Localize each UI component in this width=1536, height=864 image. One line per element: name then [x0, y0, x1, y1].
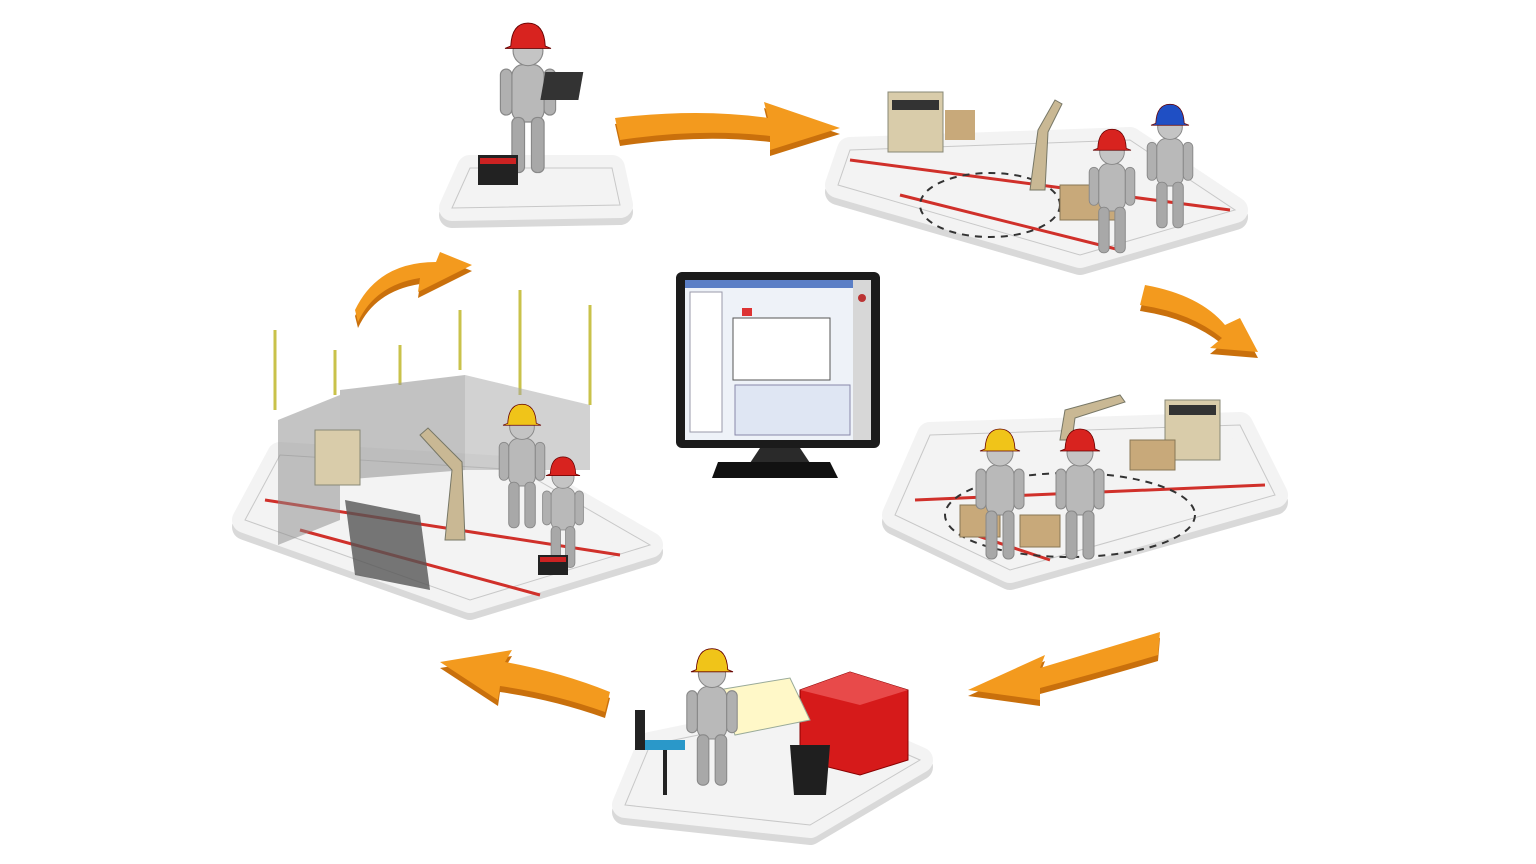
- worker-design: [686, 648, 738, 786]
- robot-arm-icon: [419, 427, 466, 541]
- worker-review-blue: [1146, 103, 1194, 229]
- figure-arm: [534, 441, 546, 481]
- figure-leg: [696, 734, 710, 786]
- figure-arm: [1146, 141, 1158, 181]
- screen-side-panel: [853, 280, 871, 440]
- worker-planning: [499, 22, 557, 174]
- hard-hat-icon: [979, 428, 1021, 452]
- monitor-neck: [748, 448, 812, 466]
- figure-leg: [1065, 510, 1078, 560]
- screen-avatar: [858, 294, 866, 302]
- figure-torso: [696, 685, 728, 740]
- figure-arm: [726, 690, 738, 734]
- hard-hat-icon: [1059, 428, 1101, 452]
- screen-title-bar: [685, 280, 853, 288]
- hard-hat-icon: [545, 456, 581, 476]
- laptop-icon: [540, 72, 584, 100]
- hard-hat-icon: [504, 22, 552, 49]
- figure-torso: [1065, 464, 1095, 516]
- chair-back: [635, 710, 645, 750]
- figure-leg: [524, 481, 536, 529]
- arrow-body: [440, 650, 610, 712]
- figure-torso: [985, 464, 1015, 516]
- figure-torso: [508, 438, 536, 487]
- trash-bin-icon: [790, 745, 830, 795]
- hard-hat-icon: [1092, 128, 1132, 151]
- worker-installation-yellow: [498, 403, 546, 529]
- figure-leg: [508, 481, 520, 529]
- worker-operation-yellow: [975, 428, 1025, 560]
- safety-line: [899, 193, 1121, 252]
- arrow-body: [1140, 285, 1258, 352]
- figure-arm: [686, 690, 698, 734]
- arrow-body: [355, 252, 472, 322]
- cabinet-top: [800, 672, 908, 705]
- platform-surface: [439, 155, 633, 221]
- platform-outline: [451, 167, 621, 209]
- platform-outline: [837, 139, 1237, 256]
- stage-illustrations: [273, 22, 1221, 795]
- figure-arm: [499, 68, 513, 116]
- robot-arm-icon: [1029, 99, 1063, 191]
- machine-icon: [314, 429, 361, 486]
- figure-arm: [1093, 468, 1105, 510]
- figure-leg: [1114, 206, 1126, 254]
- figure-leg: [1156, 181, 1168, 229]
- worker-review-red: [1088, 128, 1136, 254]
- toolbox-stripe: [480, 158, 516, 164]
- figure-arm: [1182, 141, 1194, 181]
- software-monitor-icon: [676, 272, 880, 478]
- figure-leg: [985, 510, 998, 560]
- figure-arm: [1055, 468, 1067, 510]
- hard-hat-icon: [1150, 103, 1190, 126]
- figure-arm: [975, 468, 987, 510]
- figure-leg: [1098, 206, 1110, 254]
- hard-hat-icon: [690, 648, 734, 673]
- figure-torso: [511, 63, 545, 123]
- figure-torso: [1156, 138, 1184, 187]
- screen-left-pane: [689, 291, 723, 433]
- worker-operation-red: [1055, 428, 1105, 560]
- screen-red-marker: [742, 308, 752, 316]
- monitor-base: [712, 462, 838, 478]
- arrow-installation-to-planning: [355, 252, 472, 328]
- figure-arm: [574, 490, 584, 526]
- figure-arm: [1013, 468, 1025, 510]
- figure-torso: [550, 487, 576, 531]
- figure-torso: [1098, 163, 1126, 212]
- machine-panel: [1169, 405, 1216, 415]
- platform-planning: [439, 155, 633, 228]
- arrow-body: [968, 632, 1160, 700]
- arrow-design-to-installation: [440, 650, 610, 718]
- screen-layout-view: [732, 317, 831, 381]
- platform-robot-cell-review: [825, 127, 1248, 275]
- cycle-arrows: [355, 102, 1258, 718]
- figure-leg: [1082, 510, 1095, 560]
- fence-mesh: [340, 375, 465, 480]
- figure-arm: [542, 490, 552, 526]
- figure-arm: [1088, 166, 1100, 206]
- arrow-operation-to-design: [968, 632, 1160, 706]
- figure-leg: [1002, 510, 1015, 560]
- figure-leg: [1172, 181, 1184, 229]
- toolbox-stripe: [540, 557, 566, 562]
- figure-leg: [530, 116, 545, 174]
- arrow-planning-to-review: [615, 102, 840, 156]
- chair-seat: [645, 740, 685, 750]
- hard-hat-icon: [502, 403, 542, 426]
- arrow-review-to-operation: [1140, 285, 1258, 358]
- boxes-icon: [945, 110, 975, 140]
- arrow-body: [615, 102, 840, 150]
- machine-panel: [892, 100, 939, 110]
- fence-panel-icon: [345, 500, 430, 590]
- figure-arm: [498, 441, 510, 481]
- figure-arm: [1124, 166, 1136, 206]
- boxes-icon: [1019, 514, 1061, 548]
- figure-leg: [714, 734, 728, 786]
- screen-bottom-pane: [734, 384, 851, 436]
- boxes-icon: [1129, 439, 1176, 471]
